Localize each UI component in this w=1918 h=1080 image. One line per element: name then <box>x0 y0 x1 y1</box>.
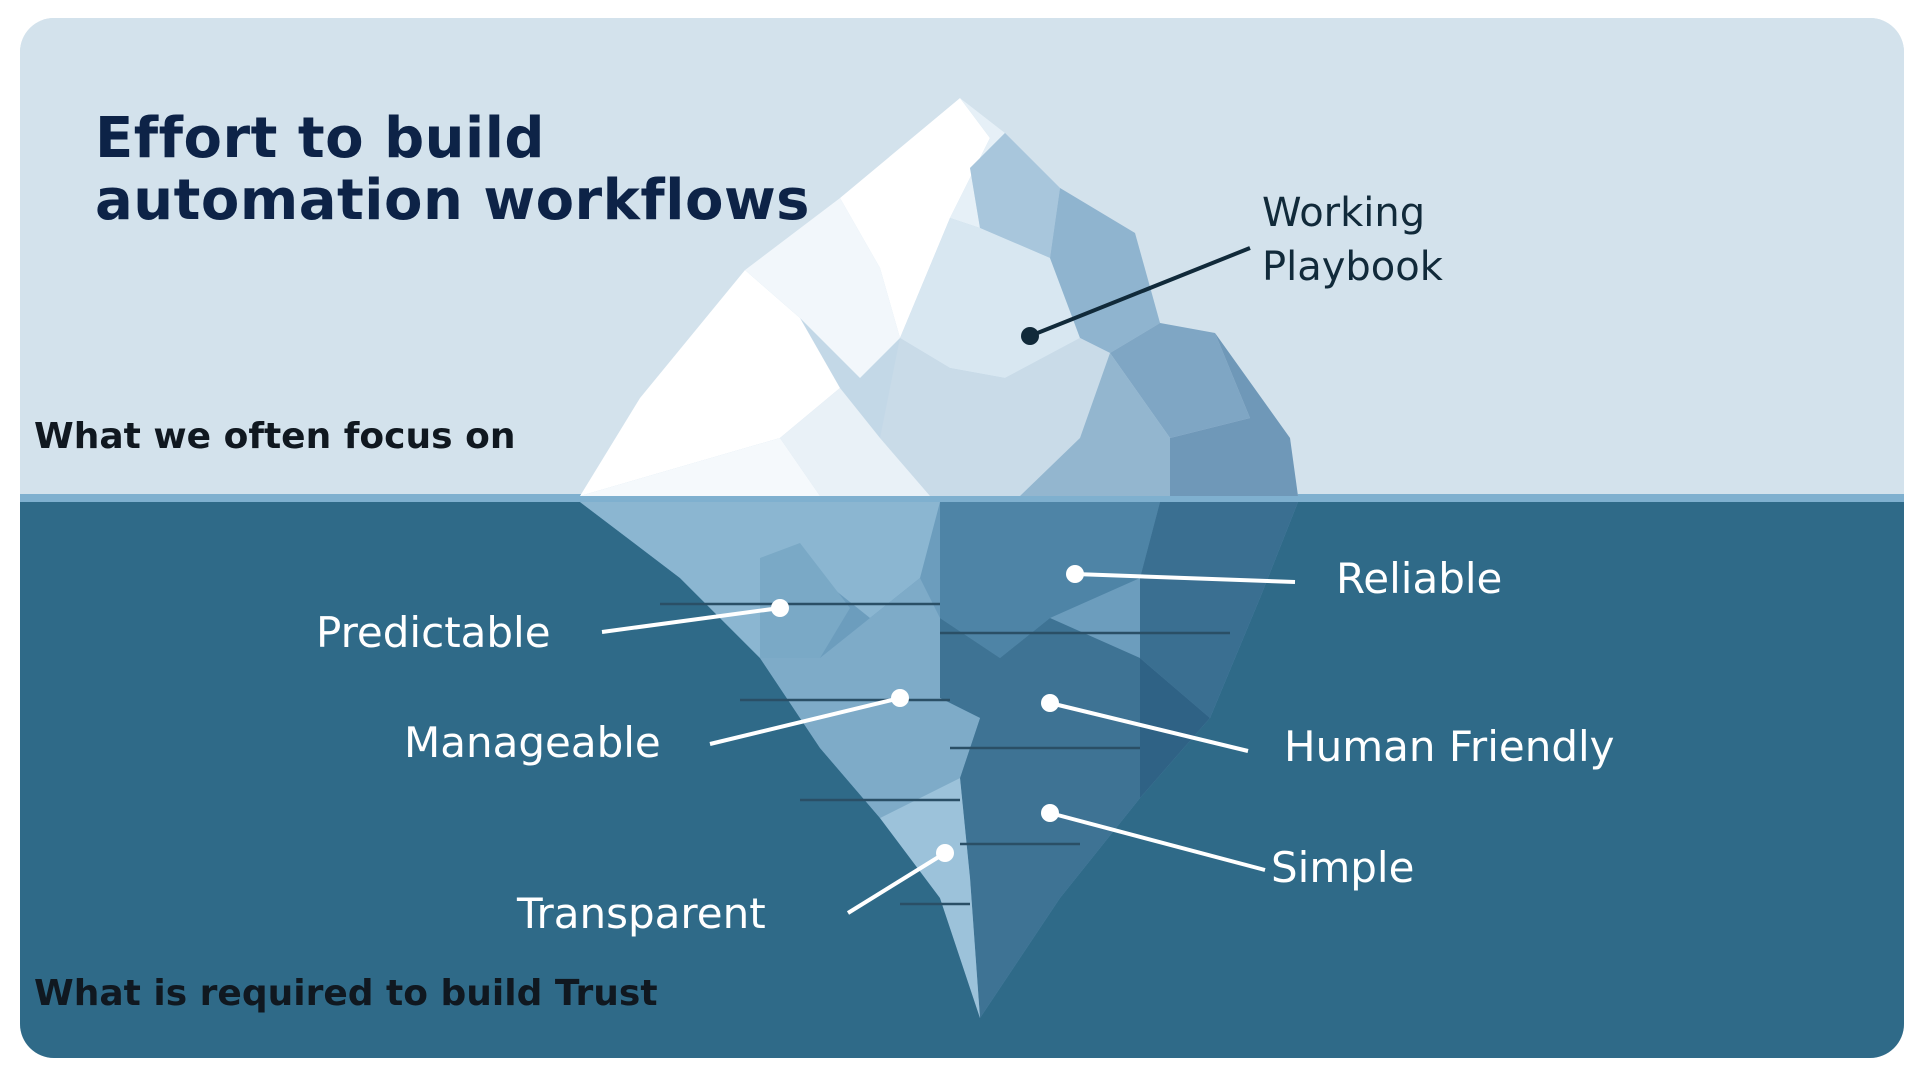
iceberg-tip <box>580 98 1298 496</box>
iceberg-illustration <box>20 18 1904 1058</box>
waterline <box>20 494 1904 502</box>
callout-predictable: Predictable <box>316 608 551 657</box>
dot-manageable <box>891 689 909 707</box>
leader-working-playbook <box>1029 246 1251 338</box>
callout-simple: Simple <box>1271 843 1415 892</box>
dot-predictable <box>771 599 789 617</box>
callout-reliable: Reliable <box>1336 554 1503 603</box>
callout-transparent: Transparent <box>517 889 766 938</box>
below-water-label: What is required to build Trust <box>34 973 658 1014</box>
title-line-2: automation workflows <box>95 168 811 233</box>
leader-predictable <box>601 606 781 634</box>
callout-manageable: Manageable <box>404 718 661 767</box>
leader-lines <box>601 246 1296 915</box>
leader-simple <box>1049 811 1266 872</box>
dot-simple <box>1041 804 1059 822</box>
dot-working-playbook <box>1021 327 1039 345</box>
title-line-1: Effort to build <box>95 106 546 171</box>
dot-human-friendly <box>1041 694 1059 712</box>
callout-working-playbook: Working Playbook <box>1262 186 1443 294</box>
callout-human-friendly: Human Friendly <box>1284 722 1615 771</box>
leader-reliable <box>1074 572 1296 584</box>
iceberg-underwater <box>580 502 1298 1018</box>
diagram-card: Effort to build automation workflows Wor… <box>20 18 1904 1058</box>
callout-working-playbook-line-1: Working <box>1262 190 1426 236</box>
leader-human-friendly <box>1049 701 1249 753</box>
layer-lines <box>660 602 1230 906</box>
leader-transparent <box>846 851 947 915</box>
callout-working-playbook-line-2: Playbook <box>1262 244 1443 290</box>
dot-reliable <box>1066 565 1084 583</box>
above-water-label: What we often focus on <box>34 416 516 457</box>
leader-manageable <box>709 696 901 746</box>
dot-transparent <box>936 844 954 862</box>
page-title: Effort to build automation workflows <box>95 108 810 232</box>
